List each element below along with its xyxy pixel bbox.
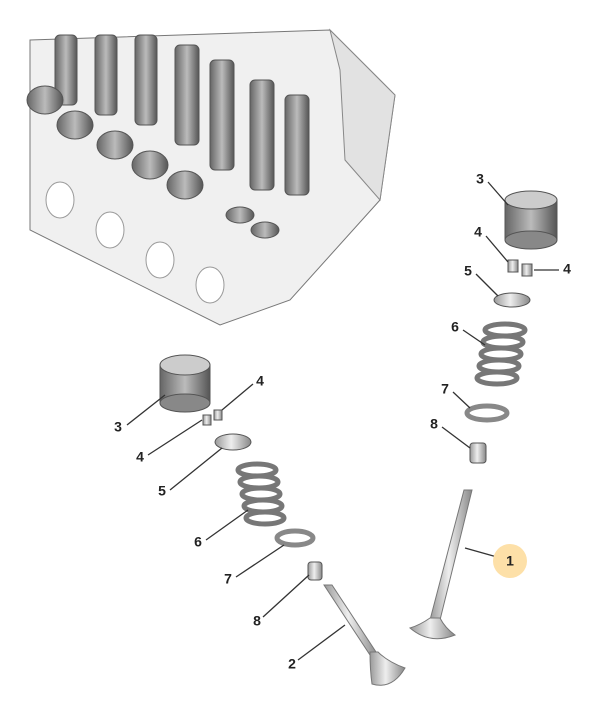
callout-3-left: 3 — [114, 419, 122, 435]
collet-left-a — [213, 409, 223, 421]
spring-seat-left — [274, 528, 316, 548]
callout-6-right: 6 — [451, 319, 459, 335]
callout-5-right: 5 — [464, 263, 472, 279]
tappet-right — [504, 190, 558, 250]
collet-right-a — [507, 259, 519, 273]
callout-8-left: 8 — [253, 613, 261, 629]
spring-cap-right — [493, 292, 531, 308]
valve-intake — [323, 584, 406, 686]
callout-6-left: 6 — [194, 534, 202, 550]
leader-lines — [126, 181, 559, 661]
callout-4-left-a: 4 — [256, 373, 264, 389]
callout-3-right: 3 — [476, 171, 484, 187]
spring-right — [474, 321, 528, 387]
stem-seal-right — [469, 442, 487, 464]
spring-left — [235, 461, 287, 527]
exhaust-valve-assembly — [408, 190, 558, 640]
callout-4-right-b: 4 — [563, 261, 571, 277]
cylinder-head-illustration — [26, 28, 396, 326]
collet-left-b — [202, 414, 212, 426]
callout-4-right-a: 4 — [474, 224, 482, 240]
callout-7-left: 7 — [224, 571, 232, 587]
highlight-circle — [493, 544, 527, 578]
callout-4-left-b: 4 — [136, 449, 144, 465]
callout-1: 1 — [506, 553, 514, 569]
callout-2: 2 — [288, 656, 296, 672]
valve-exhaust — [408, 489, 473, 640]
spring-seat-right — [464, 403, 510, 423]
intake-valve-assembly — [159, 354, 406, 686]
spring-cap-left — [214, 433, 252, 451]
callout-8-right: 8 — [430, 416, 438, 432]
stem-seal-left — [307, 561, 323, 581]
collet-right-b — [521, 263, 533, 277]
callout-7-right: 7 — [441, 381, 449, 397]
callout-5-left: 5 — [158, 483, 166, 499]
tappet-left — [159, 354, 211, 413]
